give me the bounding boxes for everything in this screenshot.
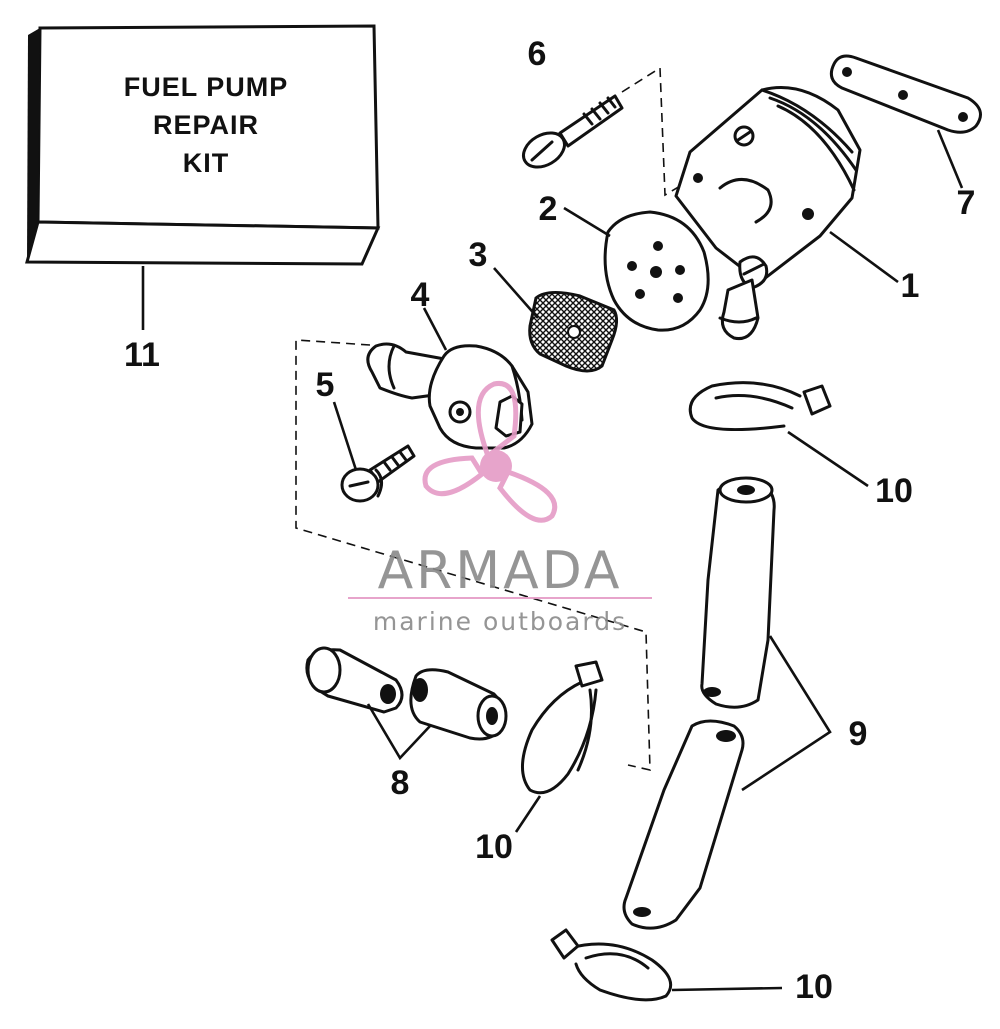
- kit-box-line-3: KIT: [183, 148, 230, 178]
- leader-10-middle: [514, 795, 542, 833]
- watermark-subtitle: marine outboards: [373, 607, 627, 636]
- long-screw: [522, 94, 624, 169]
- callout-4: 4: [411, 276, 430, 314]
- diaphragm: [603, 210, 710, 332]
- callout-3: 3: [469, 236, 488, 274]
- hose-piece-right: [409, 668, 508, 741]
- watermark-title: ARMADA: [378, 541, 623, 601]
- callout-10-upper: 10: [875, 472, 913, 510]
- hose-clamp-upper: [688, 381, 832, 432]
- leader-9: [741, 635, 832, 792]
- callout-6: 6: [528, 35, 547, 73]
- leader-2: [563, 206, 611, 238]
- mounting-plate: [829, 54, 982, 134]
- leader-5: [332, 401, 358, 471]
- leader-10-lower: [671, 986, 783, 992]
- assembly-dash-screw: [621, 66, 698, 197]
- leader-4: [422, 307, 448, 351]
- kit-box-line-2: REPAIR: [153, 110, 259, 140]
- callout-11: 11: [124, 336, 160, 374]
- fuel-pump-body: [674, 86, 862, 341]
- callout-10-lower: 10: [795, 968, 833, 1006]
- hose-clamp-lower: [550, 928, 673, 1002]
- callout-8: 8: [391, 764, 410, 802]
- filter-screen: [528, 291, 619, 373]
- hose-piece-left: [305, 646, 404, 714]
- assembly-dash-cover: [295, 339, 651, 772]
- kit-box-line-1: FUEL PUMP: [124, 72, 289, 102]
- leader-10-upper: [787, 430, 869, 488]
- callout-5: 5: [316, 366, 335, 404]
- leader-7: [936, 129, 964, 189]
- repair-kit-box: FUEL PUMP REPAIR KIT: [25, 24, 381, 266]
- callout-2: 2: [539, 190, 558, 228]
- fuel-hose-upper: [700, 476, 776, 709]
- callout-1: 1: [901, 267, 920, 305]
- callout-7: 7: [957, 184, 976, 222]
- armada-watermark: ARMADA marine outboards: [348, 380, 652, 636]
- leader-3: [493, 267, 539, 319]
- pump-cover: [366, 342, 534, 450]
- fuel-hose-lower: [622, 719, 745, 930]
- small-screw: [340, 444, 416, 503]
- leader-1: [829, 230, 899, 284]
- propeller-logo-icon: [422, 380, 558, 523]
- callout-9: 9: [849, 715, 868, 753]
- hose-clamp-middle: [520, 660, 604, 795]
- leader-8: [366, 703, 431, 761]
- callout-10-middle: 10: [475, 828, 513, 866]
